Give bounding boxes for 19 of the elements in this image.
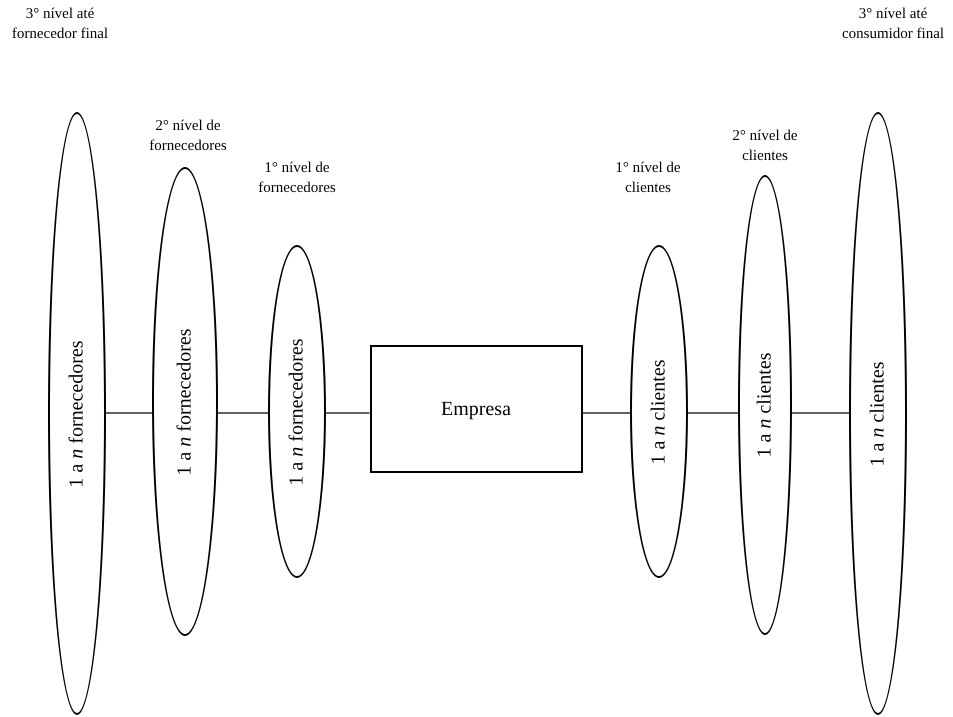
vertical-label: 1 a n fornecedores bbox=[66, 340, 88, 488]
box-label: Empresa bbox=[441, 398, 511, 420]
vertical-label: 1 a n fornecedores bbox=[286, 338, 308, 486]
connector-line bbox=[688, 412, 738, 414]
vertical-label: 1 a n clientes bbox=[648, 359, 670, 464]
vertical-label: 1 a n clientes bbox=[866, 361, 890, 466]
level-heading: 2° nível de fornecedores bbox=[148, 117, 228, 156]
level-heading: 3° nível até fornecedor final bbox=[10, 5, 110, 44]
level-heading: 1° nível de clientes bbox=[614, 159, 682, 198]
vertical-label: 1 a n fornecedores bbox=[174, 328, 196, 476]
level-heading: 1° nível de fornecedores bbox=[257, 159, 337, 198]
connector-line bbox=[218, 412, 268, 414]
connector-line bbox=[326, 412, 370, 414]
level-heading: 3° nível até consumidor final bbox=[840, 5, 946, 44]
connector-line bbox=[582, 412, 630, 414]
vertical-label: 1 a n clientes bbox=[754, 352, 776, 458]
connector-line bbox=[106, 412, 152, 414]
connector-line bbox=[792, 412, 849, 414]
level-heading: 2° nível de clientes bbox=[731, 127, 799, 166]
